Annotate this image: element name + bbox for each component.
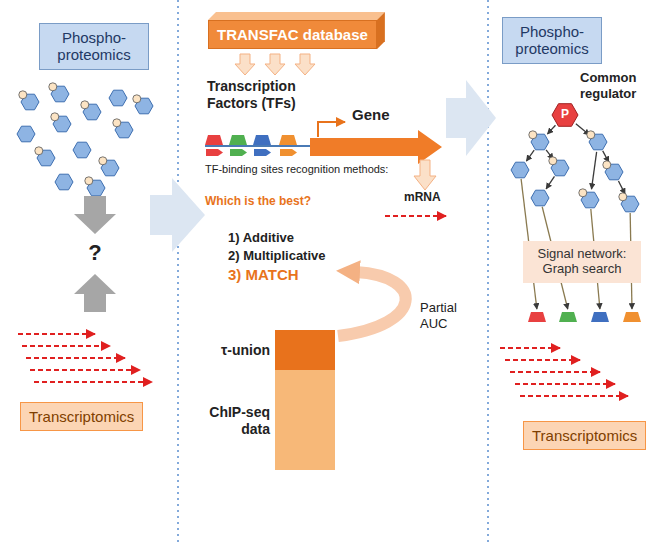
database-side — [377, 12, 385, 49]
phospho-site — [19, 91, 27, 99]
node-text: Phospho-proteomics — [48, 29, 140, 64]
phospho-site — [49, 83, 57, 91]
tf-shape — [253, 135, 271, 145]
binding-site — [254, 149, 271, 156]
common-regulator-hexagon — [552, 104, 578, 127]
phospho-site — [579, 189, 587, 197]
mrna-dash-arrow — [500, 347, 560, 349]
phospho-site — [99, 157, 107, 165]
gene-arrow — [310, 130, 442, 164]
section-heading: Transcription Factors (TFs) — [207, 78, 322, 112]
signal-arrow — [547, 125, 555, 134]
protein-hexagon — [73, 142, 91, 158]
question-mark: ? — [80, 240, 110, 266]
process-box: Signal network: Graph search — [523, 241, 641, 283]
mrna-dash-arrow — [385, 215, 446, 217]
method-item: 2) Multiplicative — [228, 248, 378, 264]
chipseq-bar — [275, 370, 335, 470]
tau-union-bar — [275, 330, 335, 370]
phospho-site — [85, 177, 93, 185]
grey-arrow — [74, 196, 116, 234]
protein-hexagon — [109, 90, 127, 106]
feedback-arrow — [338, 272, 406, 336]
down-arrow — [414, 160, 436, 190]
method-item: 1) Additive — [228, 230, 378, 246]
database-box: TRANSFAC database — [208, 20, 377, 49]
node-text: Signal network: Graph search — [532, 247, 632, 277]
flow-chevron — [150, 178, 205, 252]
mrna-dash-arrow — [34, 381, 152, 383]
regulator-label: Common regulator — [580, 70, 662, 101]
method-question: Which is the best? — [205, 194, 375, 208]
omics-box: Phospho-proteomics — [39, 23, 149, 70]
database-top — [208, 12, 385, 20]
tf-shape — [229, 135, 247, 145]
tf-shape — [559, 312, 577, 322]
omics-box: Transcriptomics — [20, 402, 143, 431]
node-text: Phospho-proteomics — [511, 23, 593, 58]
mrna-dash-arrow — [520, 395, 628, 397]
mrna-dash-arrow — [510, 371, 600, 373]
tf-shape — [279, 135, 297, 145]
protein-hexagon — [511, 162, 529, 178]
mrna-dash-arrow — [22, 345, 110, 347]
grey-arrow — [74, 274, 116, 312]
phospho-site — [35, 147, 43, 155]
phospho-site — [587, 131, 595, 139]
phospho-site — [133, 95, 141, 103]
mrna-dash-arrow — [505, 359, 580, 361]
phospho-site — [549, 157, 557, 165]
separator-line — [177, 0, 179, 542]
phospho-site — [51, 113, 59, 121]
down-arrow — [295, 54, 315, 75]
method-item: 3) MATCH — [228, 266, 338, 284]
separator-line — [487, 0, 489, 542]
omics-box: Transcriptomics — [523, 421, 646, 450]
protein-hexagon — [531, 190, 549, 206]
tf-shape — [623, 312, 641, 322]
signal-arrow — [526, 150, 534, 161]
binding-site — [206, 149, 223, 156]
signal-arrow — [546, 176, 554, 189]
bar-label: τ-union — [196, 342, 270, 359]
illustration — [17, 0, 641, 542]
mrna-dash-arrow — [30, 369, 140, 371]
signal-arrow — [618, 181, 625, 194]
protein-hexagon — [17, 126, 35, 142]
protein-hexagon — [55, 174, 73, 190]
gene-label: Gene — [352, 106, 412, 124]
tf-shape — [205, 135, 223, 145]
down-arrow — [235, 54, 255, 75]
node-text: Transcriptomics — [29, 408, 134, 425]
phospho-site — [603, 161, 611, 169]
tf-shape — [591, 312, 609, 322]
tf-shape — [528, 312, 546, 322]
bar-label: ChIP-seq data — [196, 404, 270, 438]
phospho-site — [81, 101, 89, 109]
metric-label: Partial AUC — [420, 300, 480, 331]
mrna-dash-arrow — [18, 333, 95, 335]
binding-site — [230, 149, 247, 156]
method-question: TF-binding sites recognition methods: — [205, 163, 410, 176]
signal-arrow — [592, 152, 597, 189]
down-arrow — [265, 54, 285, 75]
dna-strand — [205, 145, 312, 147]
tss-arrow — [318, 122, 345, 137]
phospho-mark: P — [555, 107, 575, 121]
mrna-dash-arrow — [515, 383, 615, 385]
phospho-site — [529, 131, 537, 139]
phospho-site — [619, 193, 627, 201]
node-text: Transcriptomics — [532, 427, 637, 444]
flow-chevron — [446, 80, 496, 156]
mrna-label: mRNA — [404, 190, 464, 204]
phospho-site — [113, 119, 121, 127]
omics-box: Phospho-proteomics — [502, 17, 602, 64]
node-text: TRANSFAC database — [217, 26, 368, 43]
binding-site — [280, 149, 297, 156]
mrna-dash-arrow — [26, 357, 125, 359]
